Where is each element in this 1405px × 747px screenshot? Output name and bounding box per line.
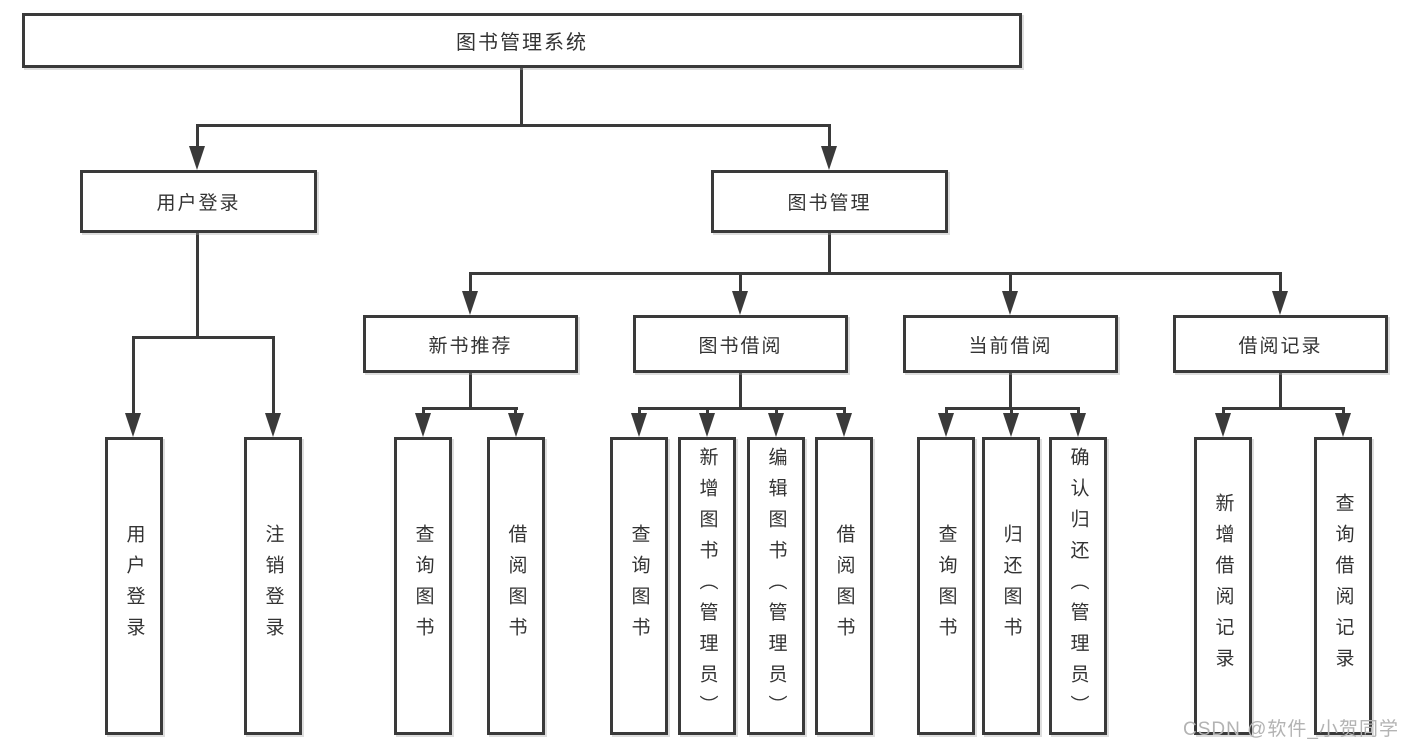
connector-vline — [514, 407, 517, 417]
connector-hline — [422, 407, 518, 410]
connector-vline — [828, 124, 831, 150]
arrow-down-icon — [462, 291, 478, 315]
arrow-down-icon — [1070, 413, 1086, 437]
node-label: 确认归还（管理员） — [1067, 446, 1089, 726]
node-user-login: 用户登录 — [80, 170, 317, 233]
connector-vline — [1222, 407, 1225, 417]
connector-hline — [469, 272, 1282, 275]
arrow-down-icon — [732, 291, 748, 315]
connector-vline — [196, 233, 199, 336]
node-label: 当前借阅 — [968, 335, 1053, 357]
node-borrowing-records: 借阅记录 — [1173, 315, 1388, 373]
arrow-down-icon — [836, 413, 852, 437]
connector-vline — [520, 68, 523, 124]
connector-hline — [638, 407, 846, 410]
arrow-down-icon — [768, 413, 784, 437]
csdn-watermark: CSDN @软件_小贺同学 — [1183, 719, 1399, 740]
connector-vline — [272, 336, 275, 416]
node-label: 编辑图书（管理员） — [765, 446, 787, 726]
node-book-borrowing: 图书借阅 — [633, 315, 848, 373]
arrow-down-icon — [1272, 291, 1288, 315]
connector-hline — [945, 407, 1080, 410]
leaf-borrow-books: 借阅图书 — [815, 437, 873, 735]
node-label: 查询借阅记录 — [1332, 493, 1354, 679]
arrow-down-icon — [1335, 413, 1351, 437]
leaf-user-login: 用户登录 — [105, 437, 163, 735]
node-label: 借阅图书 — [505, 524, 527, 648]
node-label: 用户登录 — [156, 193, 241, 214]
node-book-management: 图书管理 — [711, 170, 948, 233]
leaf-edit-book-admin: 编辑图书（管理员） — [747, 437, 805, 735]
arrow-down-icon — [125, 413, 141, 437]
connector-vline — [422, 407, 425, 417]
connector-vline — [843, 407, 846, 417]
connector-vline — [775, 407, 778, 417]
node-label: 查询图书 — [628, 524, 650, 648]
node-new-book-recommendation: 新书推荐 — [363, 315, 578, 373]
leaf-add-borrow-record: 新增借阅记录 — [1194, 437, 1252, 735]
node-current-borrowing: 当前借阅 — [903, 315, 1118, 373]
leaf-borrow-books-recommend: 借阅图书 — [487, 437, 545, 735]
connector-vline — [739, 373, 742, 409]
node-label: 归还图书 — [1000, 524, 1022, 648]
connector-vline — [469, 272, 472, 294]
connector-vline — [1279, 272, 1282, 294]
leaf-query-books-current: 查询图书 — [917, 437, 975, 735]
connector-hline — [196, 124, 831, 127]
node-label: 图书借阅 — [698, 335, 783, 357]
node-label: 图书管理 — [787, 193, 872, 214]
arrow-down-icon — [1215, 413, 1231, 437]
leaf-query-books-recommend: 查询图书 — [394, 437, 452, 735]
arrow-down-icon — [265, 413, 281, 437]
connector-vline — [1009, 373, 1012, 409]
arrow-down-icon — [189, 146, 205, 170]
node-label: 查询图书 — [935, 524, 957, 648]
arrow-down-icon — [508, 413, 524, 437]
leaf-return-book: 归还图书 — [982, 437, 1040, 735]
arrow-down-icon — [938, 413, 954, 437]
connector-vline — [945, 407, 948, 417]
arrow-down-icon — [1003, 413, 1019, 437]
connector-vline — [132, 336, 135, 416]
arrow-down-icon — [415, 413, 431, 437]
leaf-confirm-return-admin: 确认归还（管理员） — [1049, 437, 1107, 735]
arrow-down-icon — [821, 146, 837, 170]
node-label: 注销登录 — [262, 524, 284, 648]
connector-vline — [1010, 407, 1013, 417]
node-label: 用户登录 — [123, 524, 145, 648]
connector-hline — [1222, 407, 1345, 410]
leaf-query-books-borrowing: 查询图书 — [610, 437, 668, 735]
leaf-logout: 注销登录 — [244, 437, 302, 735]
connector-vline — [1342, 407, 1345, 417]
connector-vline — [1009, 272, 1012, 294]
arrow-down-icon — [699, 413, 715, 437]
leaf-query-borrow-record: 查询借阅记录 — [1314, 437, 1372, 735]
connector-vline — [828, 233, 831, 274]
node-label: 借阅记录 — [1238, 335, 1323, 357]
connector-vline — [1279, 373, 1282, 409]
arrow-down-icon — [631, 413, 647, 437]
node-label: 查询图书 — [412, 524, 434, 648]
connector-vline — [196, 124, 199, 150]
connector-vline — [1077, 407, 1080, 417]
leaf-add-book-admin: 新增图书（管理员） — [678, 437, 736, 735]
arrow-down-icon — [1002, 291, 1018, 315]
node-label: 借阅图书 — [833, 524, 855, 648]
connector-vline — [469, 373, 472, 409]
node-label: 图书管理系统 — [456, 32, 588, 54]
connector-vline — [638, 407, 641, 417]
connector-vline — [739, 272, 742, 294]
node-label: 新增借阅记录 — [1212, 493, 1234, 679]
node-label: 新增图书（管理员） — [696, 446, 718, 726]
connector-hline — [132, 336, 274, 339]
connector-vline — [706, 407, 709, 417]
node-library-management-system: 图书管理系统 — [22, 13, 1022, 68]
node-label: 新书推荐 — [428, 335, 513, 357]
